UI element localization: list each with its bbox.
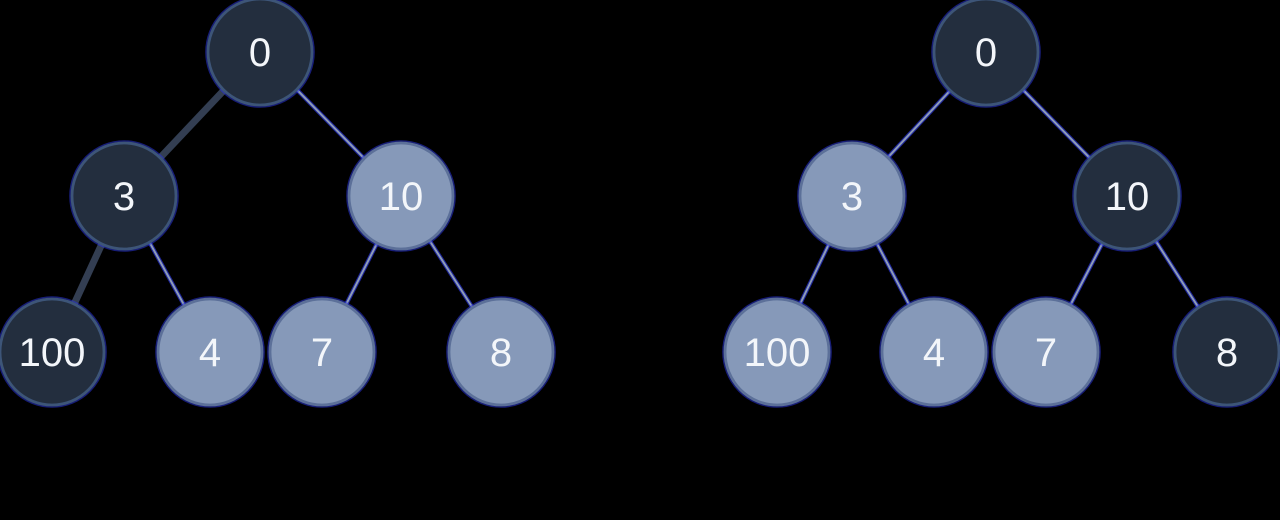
- node-outline-glow: [797, 140, 907, 252]
- node-circle: [156, 297, 264, 407]
- node-label: 10: [1105, 175, 1150, 219]
- node-outline-glow: [346, 140, 456, 252]
- node-label: 4: [199, 331, 221, 375]
- node-label: 0: [975, 31, 997, 75]
- node-outline-glow: [1172, 296, 1280, 408]
- node-outline-glow: [155, 296, 265, 408]
- node-label: 7: [311, 331, 333, 375]
- node-outline-glow: [267, 296, 377, 408]
- tree-left-nodes: 0 3 10 100 4: [0, 0, 556, 408]
- node-outline-glow: [205, 0, 315, 108]
- node-left-100: 100: [0, 296, 107, 408]
- node-circle: [880, 297, 988, 407]
- node-circle: [206, 0, 314, 107]
- node-label: 7: [1035, 331, 1057, 375]
- node-label: 0: [249, 31, 271, 75]
- node-outline-glow: [69, 140, 179, 252]
- node-circle: [798, 141, 906, 251]
- node-circle: [1073, 141, 1181, 251]
- node-circle: [992, 297, 1100, 407]
- node-left-0: 0: [205, 0, 315, 108]
- node-outline-glow: [1072, 140, 1182, 252]
- node-label: 100: [744, 331, 811, 375]
- node-outline-glow: [0, 296, 107, 408]
- node-label: 3: [841, 175, 863, 219]
- node-circle: [1173, 297, 1280, 407]
- node-circle: [723, 297, 831, 407]
- node-circle: [932, 0, 1040, 107]
- node-circle: [0, 297, 106, 407]
- node-outline-glow: [931, 0, 1041, 108]
- node-circle: [268, 297, 376, 407]
- node-right-7: 7: [991, 296, 1101, 408]
- node-label: 3: [113, 175, 135, 219]
- node-outline-glow: [879, 296, 989, 408]
- node-left-4: 4: [155, 296, 265, 408]
- node-label: 10: [379, 175, 424, 219]
- node-circle: [70, 141, 178, 251]
- node-right-0: 0: [931, 0, 1041, 108]
- node-label: 4: [923, 331, 945, 375]
- tree-right: 0 3 10 100 4: [722, 0, 1280, 408]
- node-left-10: 10: [346, 140, 456, 252]
- node-left-8: 8: [446, 296, 556, 408]
- node-right-100: 100: [722, 296, 832, 408]
- node-circle: [347, 141, 455, 251]
- node-right-10: 10: [1072, 140, 1182, 252]
- node-left-3: 3: [69, 140, 179, 252]
- node-left-7: 7: [267, 296, 377, 408]
- node-outline-glow: [446, 296, 556, 408]
- tree-right-nodes: 0 3 10 100 4: [722, 0, 1280, 408]
- node-right-8: 8: [1172, 296, 1280, 408]
- tree-left: 0 3 10 100 4: [0, 0, 556, 408]
- node-right-3: 3: [797, 140, 907, 252]
- node-label: 100: [19, 331, 86, 375]
- node-outline-glow: [991, 296, 1101, 408]
- node-circle: [447, 297, 555, 407]
- node-label: 8: [1216, 331, 1238, 375]
- node-right-4: 4: [879, 296, 989, 408]
- node-label: 8: [490, 331, 512, 375]
- node-outline-glow: [722, 296, 832, 408]
